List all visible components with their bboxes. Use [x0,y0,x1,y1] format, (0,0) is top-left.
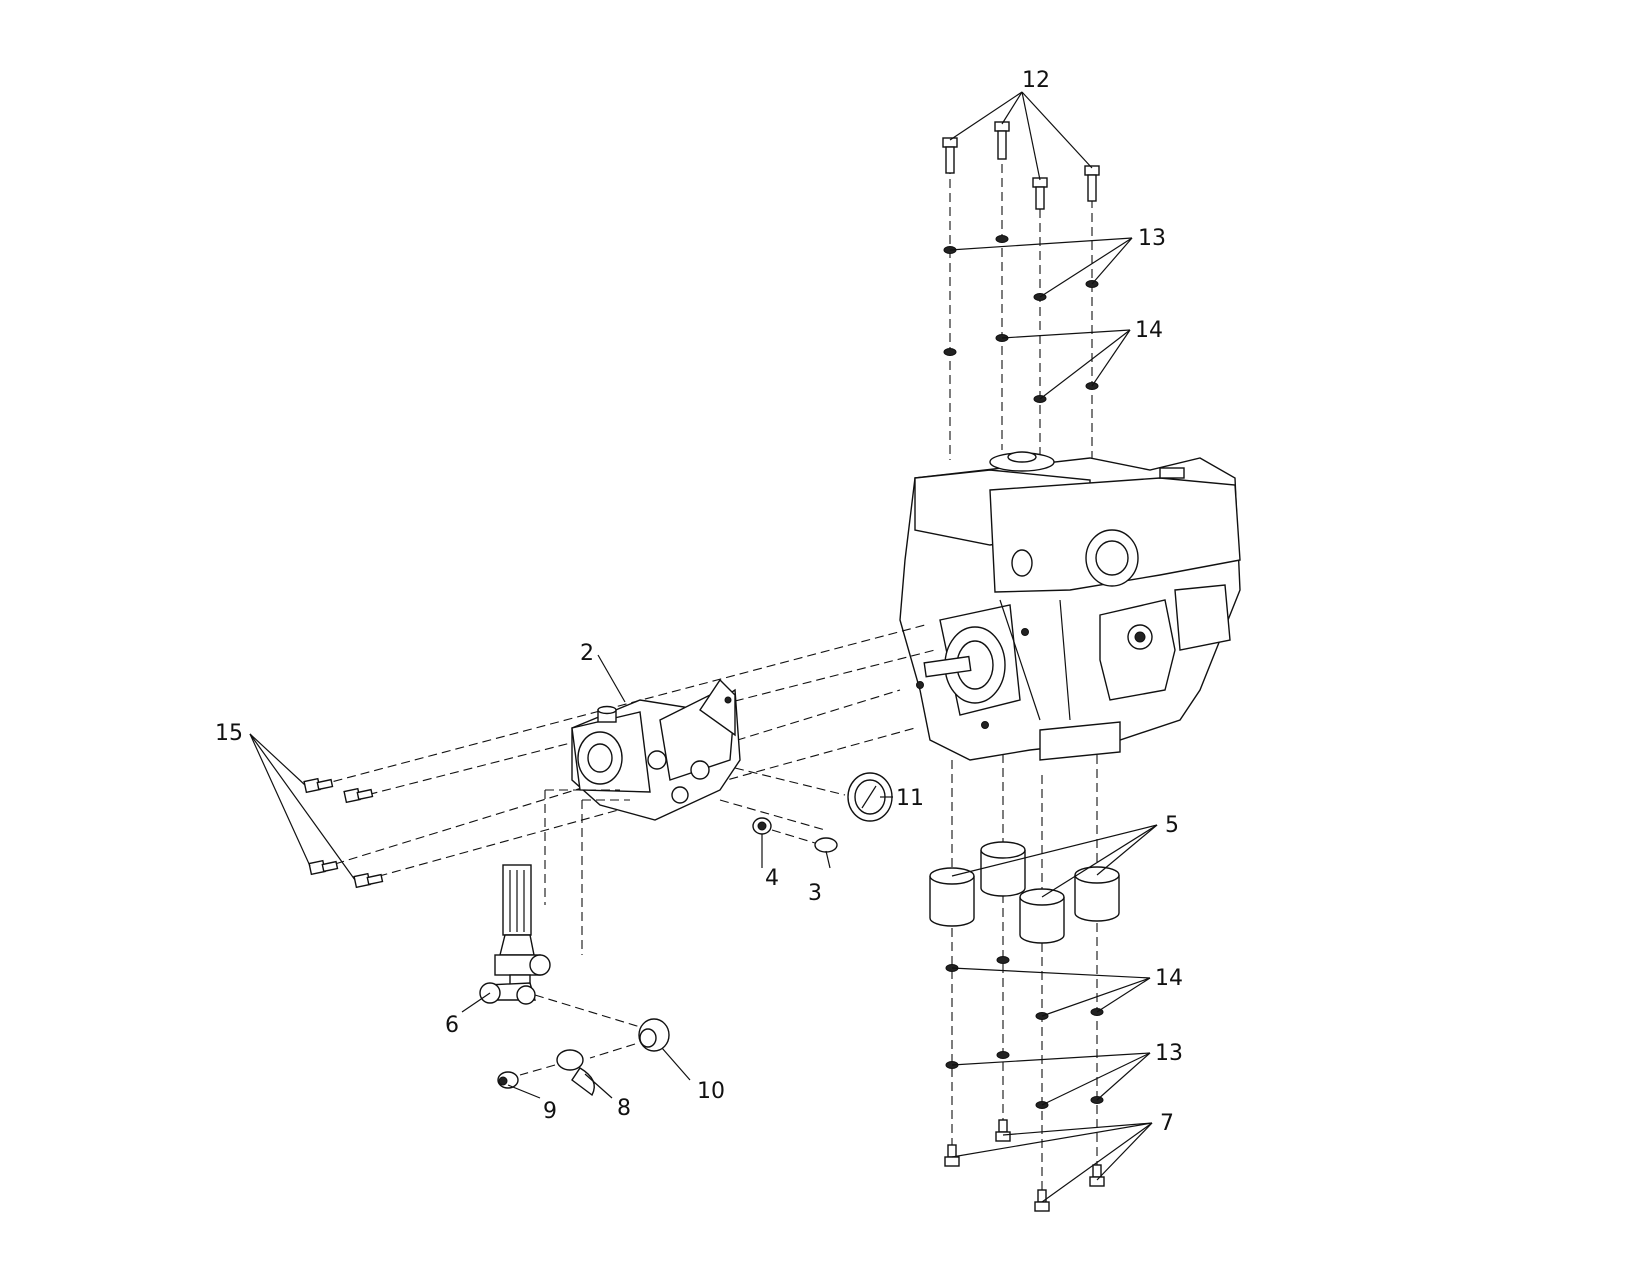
callout-5: 5 [1165,813,1179,838]
engine-mount-axes [949,150,1098,1200]
unloader-valve [479,789,651,1031]
small-fittings [752,817,838,869]
callout-13-lower: 13 [1155,1041,1183,1066]
callout-13-upper: 13 [1138,226,1166,251]
mount-4 [1074,866,1120,922]
callout-3: 3 [808,881,822,906]
mount-1 [929,867,975,927]
callout-14-lower: 14 [1155,966,1183,991]
callout-numbers: 12 13 14 2 15 5 11 4 3 14 13 6 7 10 9 8 [215,68,1183,1136]
upper-washers [943,235,1099,403]
callout-10: 10 [697,1079,725,1104]
callout-14-upper: 14 [1135,318,1163,343]
callout-2: 2 [580,641,594,666]
callout-15: 15 [215,721,243,746]
callout-4: 4 [765,866,779,891]
pump-bolts [303,777,384,889]
callout-11: 11 [896,786,924,811]
callout-8: 8 [617,1096,631,1121]
top-bolt-2 [994,121,1010,160]
leader-lines [249,91,1158,1203]
top-bolts [942,121,1100,210]
callout-7: 7 [1160,1111,1174,1136]
top-bolt-3 [1032,177,1048,210]
mount-2 [980,841,1026,897]
callout-6: 6 [445,1013,459,1038]
engine [899,451,1241,761]
lower-washers [945,956,1104,1109]
callout-9: 9 [543,1099,557,1124]
callout-12: 12 [1022,68,1050,93]
top-bolt-4 [1084,165,1100,202]
top-bolt-1 [942,137,958,174]
rubber-mounts [929,841,1120,944]
mount-3 [1019,888,1065,944]
outlet-fittings [497,1018,670,1097]
pressure-gauge [847,772,893,822]
pump [571,678,741,821]
